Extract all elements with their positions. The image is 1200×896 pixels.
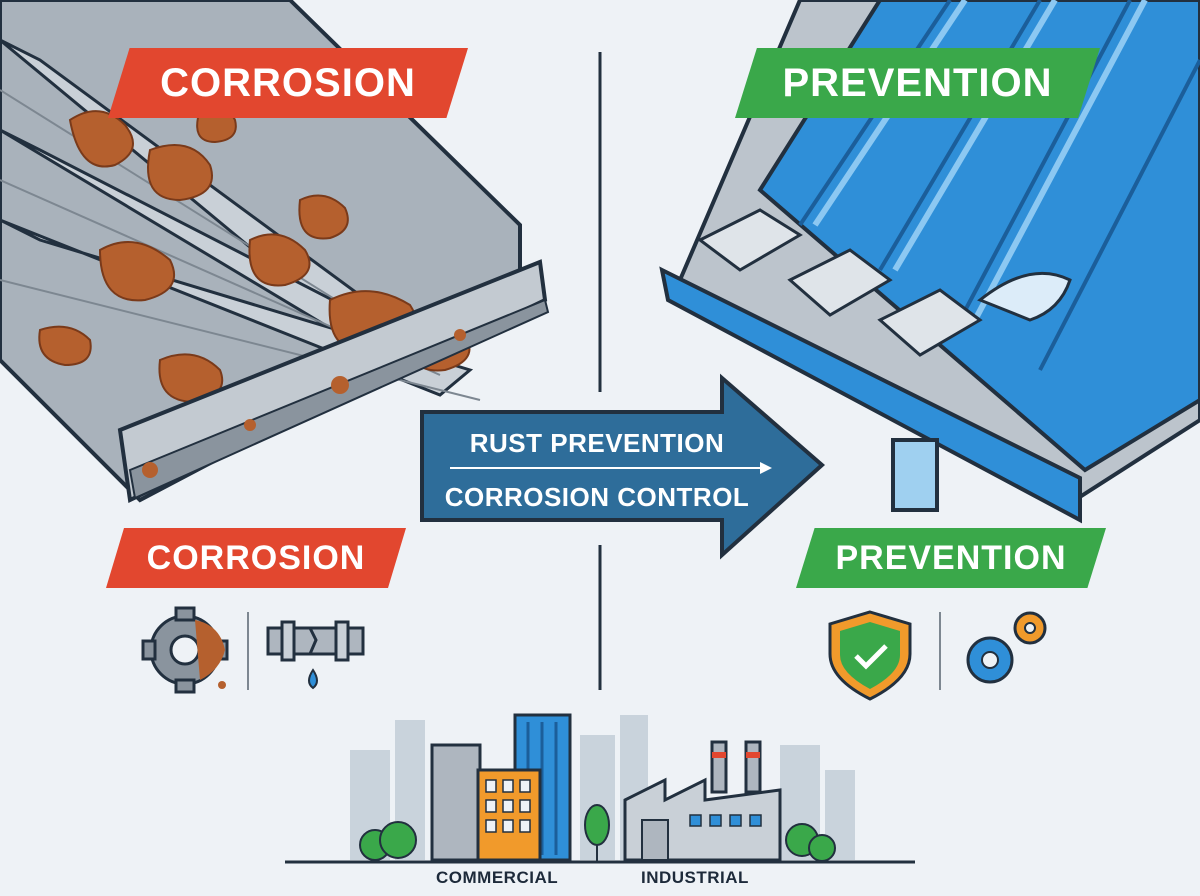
arrow-label-rust-prevention: RUST PREVENTION xyxy=(469,428,725,458)
industrial-factory xyxy=(623,740,782,862)
gears-icon xyxy=(966,611,1047,684)
prevention-banner-top: PREVENTION xyxy=(735,48,1100,118)
commercial-buildings xyxy=(430,713,572,862)
arrow-label-corrosion-control: CORROSION CONTROL xyxy=(444,482,750,512)
corrosion-banner-mid-text: CORROSION xyxy=(146,538,366,577)
corrosion-banner-mid: CORROSION xyxy=(106,528,406,588)
prevention-banner-mid: PREVENTION xyxy=(796,528,1106,588)
cityscape xyxy=(285,713,915,864)
leaking-pipe-icon xyxy=(266,620,365,690)
prevention-banner-mid-text: PREVENTION xyxy=(835,538,1067,577)
shield-check-icon xyxy=(828,610,912,701)
commercial-label: COMMERCIAL xyxy=(436,868,559,887)
rusted-roof-panel xyxy=(0,0,550,503)
center-arrow xyxy=(420,373,826,560)
corrosion-banner-top-text: CORROSION xyxy=(160,60,416,105)
industrial-label: INDUSTRIAL xyxy=(641,868,749,887)
rusted-gear-icon xyxy=(141,606,229,694)
corrosion-banner-top: CORROSION xyxy=(108,48,468,118)
prevention-banner-top-text: PREVENTION xyxy=(782,60,1053,105)
